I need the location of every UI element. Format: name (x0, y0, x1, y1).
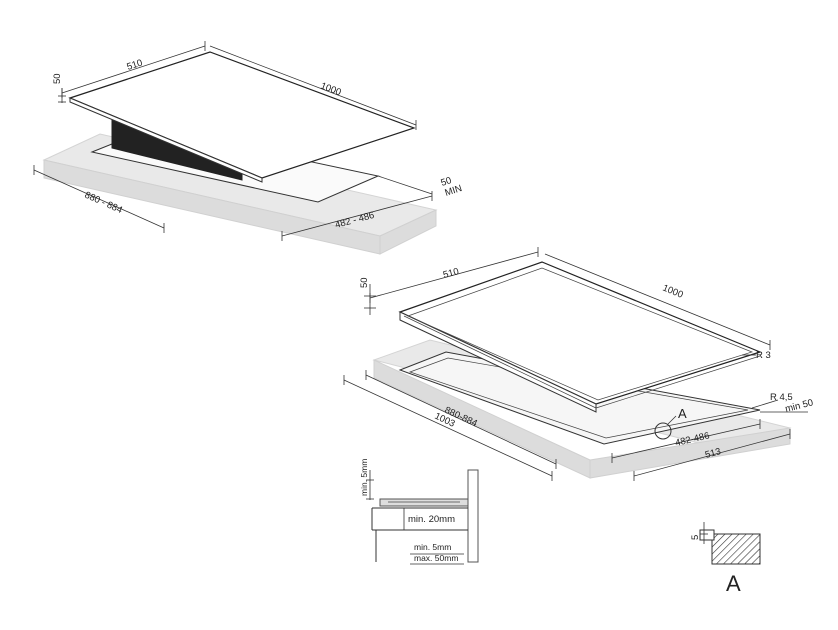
bottom-detail-circle (654, 422, 672, 440)
bottom-dim-513-line (633, 433, 791, 477)
bottom-dim-482-line (611, 423, 761, 459)
bottom-detail-marker: A (678, 406, 687, 421)
section-detail: min. 5mm min. 20mm min. 5mm max. 50mm (359, 459, 479, 565)
bottom-drawing: A 510 1000 50 R 3 R 4,5 min 50 880-884 1… (343, 247, 814, 481)
top-drawing: 510 1000 50 880 - 884 482 - 486 50 MIN (33, 41, 464, 255)
bottom-dim-1003-line (343, 379, 553, 477)
top-dim-482-line (281, 195, 433, 237)
edge-detail-hatch (711, 533, 761, 565)
edge-detail-a: 5 A (690, 522, 761, 596)
top-dim-510-label: 510 (126, 57, 144, 72)
bottom-dim-510-line (369, 251, 539, 299)
top-dim-50min-value: 50 (440, 175, 453, 189)
bottom-countertop-side (589, 427, 791, 479)
bottom-dim-513-label: 513 (704, 446, 722, 461)
bottom-dim-1000-label: 1000 (661, 283, 685, 301)
edge-detail-step (699, 529, 715, 541)
section-hob-plate (379, 498, 469, 507)
bottom-dim-r3: R 3 (756, 350, 771, 361)
bottom-dim-1000-line (544, 253, 771, 346)
bottom-cutout-inner (408, 357, 749, 439)
top-dim-880-line (33, 169, 165, 229)
bottom-dim-50-label: 50 (359, 277, 370, 288)
bottom-dim-510-label: 510 (442, 266, 460, 281)
section-min20mm: min. 20mm (408, 514, 455, 525)
top-dim-50min-line (377, 175, 433, 195)
bottom-hob-frame-inner (407, 267, 754, 401)
section-wall-panel (467, 469, 479, 563)
top-dim-1000-line (209, 45, 417, 126)
section-min5mm-top: min. 5mm (359, 459, 369, 496)
edge-detail-dim: 5 (690, 535, 701, 540)
bottom-dim-880-line (365, 374, 557, 465)
bottom-hob-thickness (399, 311, 597, 413)
top-dim-50min-word: MIN (444, 183, 464, 199)
top-dim-50-label: 50 (52, 73, 63, 84)
top-countertop-side (379, 209, 437, 255)
edge-detail-label: A (726, 571, 741, 596)
bottom-dim-r45: R 4,5 (770, 392, 793, 403)
top-dim-510-line (61, 45, 206, 94)
section-max50mm: max. 50mm (414, 553, 458, 563)
top-hob-thickness (69, 97, 263, 183)
section-min5mm: min. 5mm (414, 542, 451, 552)
